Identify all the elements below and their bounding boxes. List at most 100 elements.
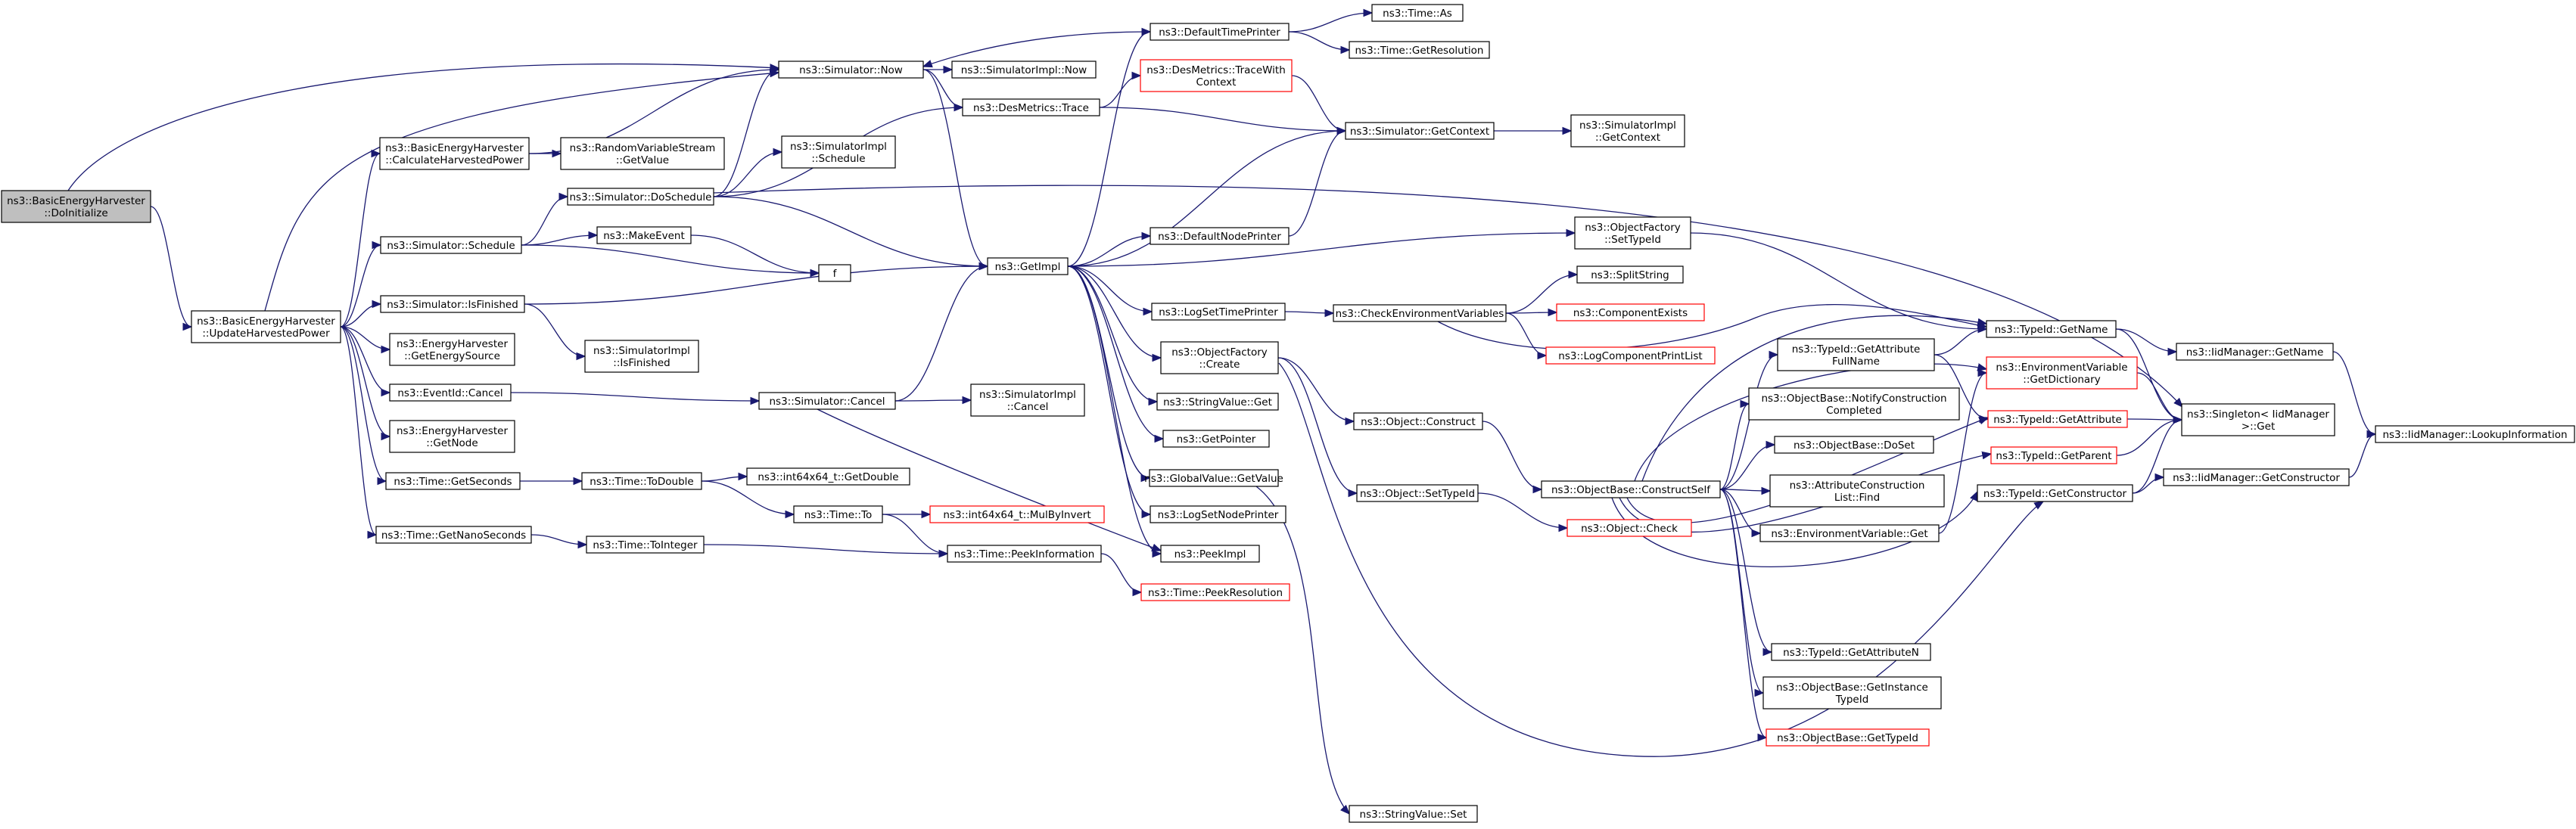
function-node[interactable]: ns3::SimulatorImpl::Cancel: [970, 383, 1085, 417]
node-label: ::GetValue: [616, 154, 669, 166]
call-edge: [1634, 364, 1986, 482]
function-node[interactable]: ns3::SimulatorImpl::Schedule: [781, 135, 896, 169]
call-edge: [1288, 13, 1372, 33]
function-node[interactable]: ns3::ObjectBase::ConstructSelf: [1541, 480, 1721, 498]
function-node[interactable]: ns3::CheckEnvironmentVariables: [1333, 304, 1507, 322]
function-node[interactable]: ns3::ObjectBase::DoSet: [1774, 436, 1934, 454]
node-box: [947, 545, 1102, 563]
call-edge: [713, 152, 782, 197]
function-node[interactable]: ns3::BasicEnergyHarvester::CalculateHarv…: [379, 137, 530, 170]
node-label: ns3::int64x64_t::MulByInvert: [943, 509, 1090, 521]
function-node[interactable]: ns3::StringValue::Set: [1349, 805, 1478, 823]
node-label: ns3::IidManager::GetName: [2186, 346, 2324, 359]
function-node[interactable]: ns3::PeekImpl: [1160, 545, 1260, 563]
function-node[interactable]: ns3::TypeId::GetName: [1986, 320, 2117, 338]
function-node[interactable]: ns3::EnergyHarvester::GetNode: [389, 420, 515, 453]
function-node[interactable]: ns3::IidManager::GetName: [2176, 343, 2334, 361]
call-edge: [923, 31, 1151, 67]
node-box: [1150, 23, 1290, 41]
node-label: ::GetDictionary: [2023, 374, 2100, 386]
function-node[interactable]: ns3::Object::SetTypeId: [1356, 484, 1479, 502]
function-node[interactable]: ns3::Simulator::Cancel: [758, 392, 896, 410]
function-node[interactable]: ns3::Singleton< IidManager>::Get: [2181, 403, 2335, 436]
function-node[interactable]: ns3::EnvironmentVariable::GetDictionary: [1986, 356, 2138, 390]
node-label: ns3::ObjectFactory: [1585, 222, 1681, 234]
function-node[interactable]: ns3::Time::PeekResolution: [1140, 583, 1290, 601]
function-node[interactable]: ns3::SimulatorImpl::GetContext: [1570, 114, 1685, 147]
call-edge: [1288, 131, 1346, 237]
function-node[interactable]: ns3::EnergyHarvester::GetEnergySource: [389, 333, 515, 366]
node-box: [1140, 583, 1290, 601]
function-node[interactable]: ns3::EnvironmentVariable::Get: [1759, 524, 1940, 542]
node-box: [1545, 346, 1716, 365]
function-node[interactable]: ns3::Time::GetNanoSeconds: [375, 526, 532, 544]
function-node[interactable]: ns3::LogSetNodePrinter: [1150, 505, 1286, 523]
call-edge: [1719, 489, 1767, 737]
function-node[interactable]: ns3::Simulator::DoSchedule: [567, 188, 714, 206]
function-node[interactable]: ns3::BasicEnergyHarvester::UpdateHarvest…: [191, 310, 341, 343]
function-node[interactable]: ns3::ObjectBase::NotifyConstructionCompl…: [1748, 387, 1960, 421]
function-node[interactable]: ns3::DefaultNodePrinter: [1150, 227, 1290, 245]
node-label: Completed: [1826, 405, 1882, 417]
function-node[interactable]: ns3::TypeId::GetParent: [1990, 446, 2117, 464]
function-node[interactable]: ns3::Object::Construct: [1353, 412, 1483, 430]
function-node[interactable]: ns3::Time::GetResolution: [1349, 41, 1490, 59]
call-edge: [1067, 233, 1575, 267]
call-edge: [2348, 434, 2376, 478]
node-label: ns3::SimulatorImpl::Now: [961, 64, 1087, 76]
function-node[interactable]: ns3::SimulatorImpl::IsFinished: [584, 340, 699, 373]
function-node[interactable]: ns3::Simulator::IsFinished: [380, 295, 525, 313]
function-node[interactable]: ns3::Object::Check: [1566, 519, 1692, 537]
function-node[interactable]: ns3::LogSetTimePrinter: [1151, 303, 1286, 321]
function-node[interactable]: ns3::LogComponentPrintList: [1545, 346, 1716, 365]
node-label: ns3::BasicEnergyHarvester: [197, 315, 335, 328]
function-node[interactable]: ns3::Time::ToDouble: [581, 472, 702, 490]
function-node[interactable]: ns3::Simulator::Now: [778, 61, 924, 79]
call-edge: [2116, 420, 2182, 456]
node-box: [1777, 338, 1935, 371]
function-node[interactable]: ns3::StringValue::Get: [1156, 393, 1279, 411]
function-node[interactable]: f: [818, 264, 851, 282]
function-node[interactable]: ns3::SplitString: [1576, 265, 1684, 284]
call-edge: [150, 206, 192, 327]
function-node[interactable]: ns3::TypeId::GetAttribute: [1987, 410, 2128, 428]
node-box: [1556, 303, 1705, 321]
function-node[interactable]: ns3::Simulator::GetContext: [1345, 122, 1495, 140]
node-box: [1371, 4, 1464, 22]
function-node[interactable]: ns3::GetImpl: [987, 257, 1069, 275]
function-node[interactable]: ns3::ObjectFactory::Create: [1160, 341, 1279, 374]
function-node[interactable]: ns3::ObjectFactory::SetTypeId: [1574, 216, 1691, 250]
function-node[interactable]: ns3::DesMetrics::Trace: [962, 98, 1100, 116]
function-node[interactable]: ns3::int64x64_t::MulByInvert: [929, 505, 1105, 523]
function-node[interactable]: ns3::Time::PeekInformation: [947, 545, 1102, 563]
function-node[interactable]: ns3::TypeId::GetConstructor: [1977, 484, 2133, 502]
function-node[interactable]: ns3::GlobalValue::GetValue: [1144, 469, 1283, 487]
function-node[interactable]: ns3::RandomVariableStream::GetValue: [560, 137, 725, 170]
function-node[interactable]: ns3::Time::ToInteger: [586, 536, 705, 554]
function-node[interactable]: ns3::ObjectBase::GetTypeId: [1766, 728, 1930, 747]
function-node[interactable]: ns3::Time::As: [1371, 4, 1464, 22]
function-node[interactable]: ns3::Time::GetSeconds: [385, 472, 521, 490]
function-node[interactable]: ns3::EventId::Cancel: [389, 383, 512, 402]
node-label: >::Get: [2242, 421, 2275, 433]
node-box: [581, 472, 702, 490]
function-node[interactable]: ns3::IidManager::LookupInformation: [2375, 425, 2575, 443]
function-node[interactable]: ns3::DefaultTimePrinter: [1150, 23, 1290, 41]
function-node[interactable]: ns3::int64x64_t::GetDouble: [746, 467, 910, 486]
function-node[interactable]: ns3::TypeId::GetAttributeN: [1771, 643, 1931, 661]
function-node[interactable]: ns3::GetPointer: [1162, 430, 1270, 448]
function-node[interactable]: ns3::MakeEvent: [596, 226, 692, 244]
function-node[interactable]: ns3::SimulatorImpl::Now: [951, 61, 1097, 79]
call-edge: [713, 70, 779, 197]
function-node[interactable]: ns3::ComponentExists: [1556, 303, 1705, 321]
node-box: [758, 392, 896, 410]
function-node[interactable]: ns3::IidManager::GetConstructor: [2163, 468, 2350, 486]
function-node[interactable]: ns3::Simulator::Schedule: [380, 236, 522, 254]
function-node[interactable]: ns3::Time::To: [793, 505, 883, 523]
node-label: ns3::EnergyHarvester: [397, 425, 508, 437]
